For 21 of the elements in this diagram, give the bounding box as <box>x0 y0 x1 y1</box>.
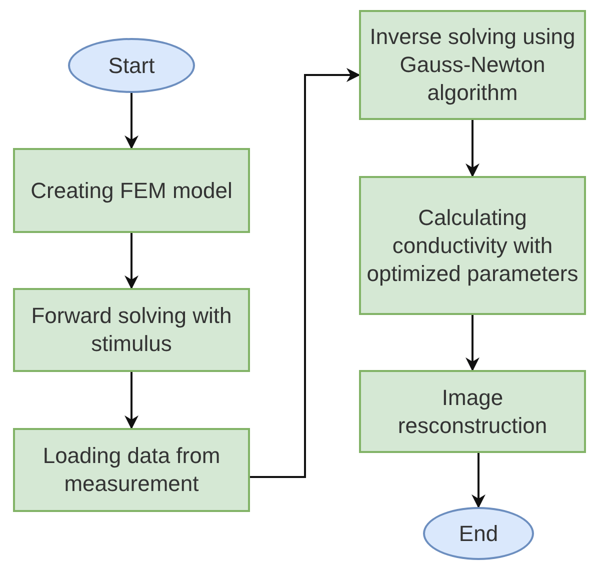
process-box <box>13 288 250 372</box>
process-box <box>359 370 586 453</box>
arrow <box>124 93 138 150</box>
node-text: End <box>458 520 498 548</box>
process-box <box>359 176 586 315</box>
process-box <box>13 428 250 512</box>
node-text: Creating FEM model <box>30 176 232 204</box>
arrow <box>124 233 138 290</box>
arrow <box>472 453 486 508</box>
arrow <box>250 68 360 478</box>
node-text: Loading data from measurement <box>42 442 222 498</box>
node-text: Image resconstruction <box>396 384 548 440</box>
arrow <box>466 120 480 178</box>
node-text: Forward solving with stimulus <box>30 302 233 358</box>
node-text: Inverse solving using Gauss-Newton algorithm <box>368 23 576 107</box>
process-box <box>359 10 586 120</box>
arrow <box>466 315 480 372</box>
arrow <box>124 372 138 430</box>
node-text: Calculating conductivity with optimized parameters <box>366 204 580 288</box>
process-box <box>13 148 250 233</box>
node-text: Start <box>108 52 155 80</box>
